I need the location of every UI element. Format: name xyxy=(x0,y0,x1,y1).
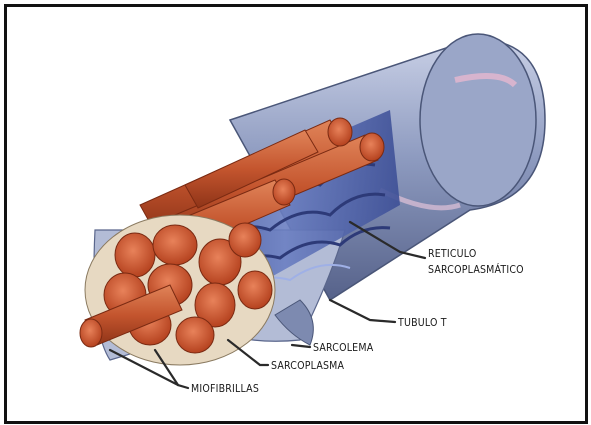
label-tubulo-t: TUBULO T xyxy=(397,317,447,329)
label-sarcolema: SARCOLEMA xyxy=(313,342,374,354)
label-reticulo-line1: RETICULO xyxy=(428,248,477,260)
label-miofibrillas: MIOFIBRILLAS xyxy=(191,383,259,395)
label-reticulo-line2: SARCOPLASMÁTICO xyxy=(428,263,524,276)
myofibril-cross-section xyxy=(85,215,275,365)
leader-sarcolema xyxy=(292,345,310,347)
leader-sarcoplasma xyxy=(228,340,268,365)
leader-tubulo-t xyxy=(330,300,395,322)
label-sarcoplasma: SARCOPLASMA xyxy=(271,360,345,372)
